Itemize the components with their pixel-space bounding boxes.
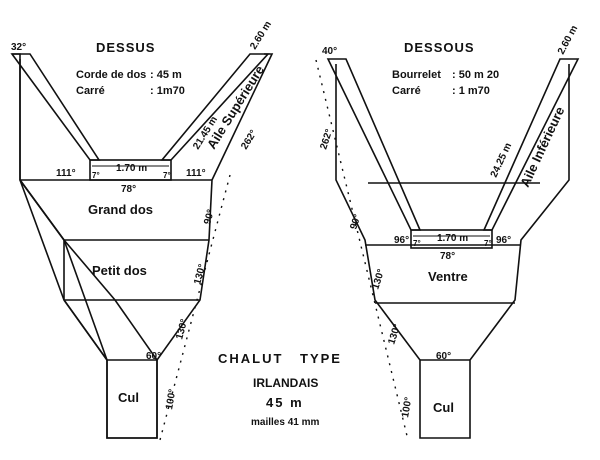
dessous-panel: DESSOUS Bourrelet : 50 m 20 Carré : 1 m7… bbox=[315, 24, 580, 441]
dessus-spec-label-0: Corde de dos bbox=[76, 69, 146, 81]
dessus-section-2: Petit dos bbox=[92, 263, 147, 278]
dessus-angle-side-2: 130° bbox=[192, 263, 208, 286]
dessous-spec-label-1: Carré bbox=[392, 85, 421, 97]
dessous-cul: Cul bbox=[433, 400, 454, 415]
caption-line1-a: CHALUT bbox=[218, 351, 283, 366]
dessus-angle-side-3: 130° bbox=[174, 318, 190, 341]
dessous-section-1: Ventre bbox=[428, 269, 468, 284]
dessus-angle-inner-right: 7° bbox=[163, 171, 171, 180]
dessous-angle-side-wing: 262° bbox=[318, 128, 335, 151]
caption-line2: IRLANDAIS bbox=[253, 376, 318, 390]
dessous-angle-side-1: 90° bbox=[348, 213, 363, 231]
dessus-left-outline bbox=[12, 53, 158, 439]
caption-line1-b: TYPE bbox=[300, 351, 342, 366]
dessus-tip-width: 2.60 m bbox=[248, 19, 274, 51]
dessous-angle-square-left: 96° bbox=[394, 235, 409, 246]
dessous-spec-label-0: Bourrelet bbox=[392, 69, 441, 81]
dessous-angle-side-2: 130° bbox=[370, 268, 387, 291]
dessus-angle-wing-side: 262° bbox=[239, 128, 259, 151]
dessous-square bbox=[410, 229, 493, 249]
caption-line3: 45 m bbox=[266, 395, 304, 410]
dessus-angle-square-right: 111° bbox=[186, 168, 206, 179]
dessous-wing-length: 24.25 m bbox=[489, 141, 515, 179]
dessus-wing-label: Aile Supérieure bbox=[204, 63, 267, 152]
dessous-guide bbox=[315, 59, 409, 441]
caption-line4: mailles 41 mm bbox=[251, 417, 319, 428]
dessous-spec-value-1: : 1 m70 bbox=[452, 85, 490, 97]
dessus-angle-side-1: 90° bbox=[202, 208, 217, 225]
dessus-angle-square-left: 111° bbox=[56, 168, 76, 179]
dessus-title: DESSUS bbox=[96, 40, 155, 55]
dessus-angle-cul-top: 60° bbox=[146, 351, 161, 362]
dessus-guide bbox=[159, 174, 231, 441]
dessus-square-width: 1.70 m bbox=[116, 163, 147, 174]
dessous-angle-square-right: 96° bbox=[496, 235, 511, 246]
dessous-wing-label: Aile Inférieure bbox=[517, 104, 567, 189]
dessous-angle-inner-left: 7° bbox=[413, 239, 421, 248]
dessous-title: DESSOUS bbox=[404, 40, 475, 55]
dessous-spec-value-0: : 50 m 20 bbox=[452, 69, 499, 81]
dessus-cul: Cul bbox=[118, 390, 139, 405]
dessus-panel: DESSUS Corde de dos : 45 m Carré : 1m70 … bbox=[10, 19, 274, 441]
dessus-section-1: Grand dos bbox=[88, 202, 153, 217]
dessus-spec-value-1: : 1m70 bbox=[150, 85, 185, 97]
dessous-angle-inner-right: 7° bbox=[484, 239, 492, 248]
dessous-tip-width: 2.60 m bbox=[556, 24, 580, 57]
dessous-angle-cul-side: 100° bbox=[400, 396, 414, 418]
dessous-angle-cul-top: 60° bbox=[436, 351, 451, 362]
caption: CHALUT TYPE IRLANDAIS 45 m mailles 41 mm bbox=[218, 351, 342, 428]
dessous-angle-mid: 78° bbox=[440, 251, 455, 262]
dessous-angle-tip: 40° bbox=[322, 46, 337, 57]
dessous-outline bbox=[335, 64, 570, 439]
dessous-square-width: 1.70 m bbox=[437, 233, 468, 244]
dessous-right-wing bbox=[482, 58, 580, 231]
dessus-angle-tip: 32° bbox=[11, 42, 26, 53]
dessus-spec-label-1: Carré bbox=[76, 85, 105, 97]
dessus-angle-cul-side: 100° bbox=[164, 388, 178, 410]
dessus-angle-inner-left: 7° bbox=[92, 171, 100, 180]
dessus-spec-value-0: : 45 m bbox=[150, 69, 182, 81]
dessus-angle-mid: 78° bbox=[121, 184, 136, 195]
